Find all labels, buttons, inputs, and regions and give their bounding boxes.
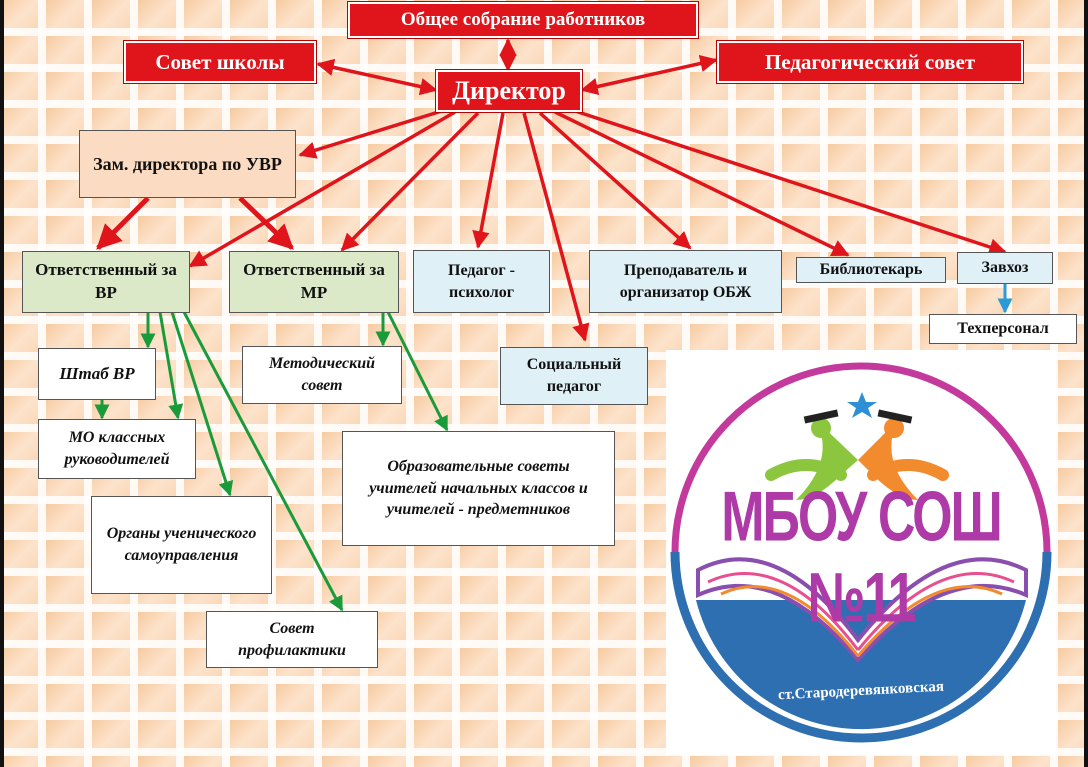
link-director-vr [188, 110, 456, 268]
link-deputy-mr [238, 196, 294, 250]
director-box: Директор [436, 70, 582, 112]
pedagogical-council-box: Педагогический совет [717, 41, 1023, 83]
link-director-mr [340, 111, 480, 252]
logo-emblem [670, 362, 1052, 743]
vr-headquarters-box: Штаб ВР [38, 348, 156, 400]
link-pedcouncil-director [580, 54, 718, 96]
general-meeting-box: Общее собрание работников [348, 2, 698, 38]
responsible-vr-box: Ответственный за ВР [22, 251, 190, 313]
pedagogical-council-label: Педагогический совет [764, 49, 976, 74]
link-director-library [554, 110, 850, 257]
link-vr-mo [158, 311, 184, 420]
link-vr-prevention [182, 311, 344, 612]
school-council-box: Совет школы [124, 41, 316, 83]
link-deputy-vr [96, 196, 150, 250]
responsible-vr-label: Ответственный за ВР [35, 260, 177, 302]
librarian-box: Библиотекарь [796, 257, 946, 283]
link-vr-students [170, 311, 234, 497]
student-government-box: Органы ученического самоуправления [91, 496, 272, 594]
class-teachers-mo-label: МО классных руководителей [64, 429, 170, 468]
link-director-psy [472, 112, 505, 249]
deputy-director-box: Зам. директора по УВР [79, 130, 296, 198]
director-label: Директор [452, 76, 566, 106]
class-teachers-mo-box: МО классных руководителей [38, 419, 196, 479]
psychologist-box: Педагог - психолог [413, 250, 550, 313]
methodical-council-box: Методический совет [242, 346, 402, 404]
tech-staff-box: Техперсонал [929, 314, 1077, 344]
librarian-label: Библиотекарь [819, 261, 923, 279]
caretaker-label: Завхоз [981, 259, 1029, 277]
social-pedagogue-box: Социальный педагог [500, 347, 648, 405]
link-director-obzh [538, 111, 692, 250]
obzh-teacher-label: Преподаватель и организатор ОБЖ [619, 261, 752, 301]
school-logo: МБОУ СОШ №11 ст.Стародеревянковская [666, 350, 1056, 755]
methodical-council-label: Методический совет [268, 355, 376, 394]
vr-headquarters-label: Штаб ВР [59, 363, 135, 383]
link-mr-educational [386, 311, 449, 432]
obzh-teacher-box: Преподаватель и организатор ОБЖ [589, 250, 782, 313]
tech-staff-label: Техперсонал [957, 320, 1049, 338]
social-pedagogue-label: Социальный педагог [526, 356, 622, 395]
prevention-council-label: Совет профилактики [238, 619, 346, 659]
school-council-label: Совет школы [155, 49, 285, 74]
psychologist-label: Педагог - психолог [448, 261, 515, 301]
link-director-caretaker [571, 108, 1007, 256]
logo-title: МБОУ СОШ №11 [721, 478, 1003, 638]
educational-councils-box: Образовательные советы учителей начальны… [342, 431, 615, 546]
responsible-mr-label: Ответственный за МР [243, 260, 385, 302]
link-council-director [316, 58, 438, 96]
general-meeting-label: Общее собрание работников [400, 9, 646, 31]
link-director-social [522, 112, 590, 342]
caretaker-box: Завхоз [957, 252, 1053, 284]
student-government-label: Органы ученического самоуправления [106, 525, 257, 564]
link-director-deputy [298, 108, 446, 159]
responsible-mr-box: Ответственный за МР [229, 251, 399, 313]
educational-councils-label: Образовательные советы учителей начальны… [369, 458, 588, 519]
prevention-council-box: Совет профилактики [206, 611, 378, 668]
deputy-director-label: Зам. директора по УВР [93, 153, 282, 174]
